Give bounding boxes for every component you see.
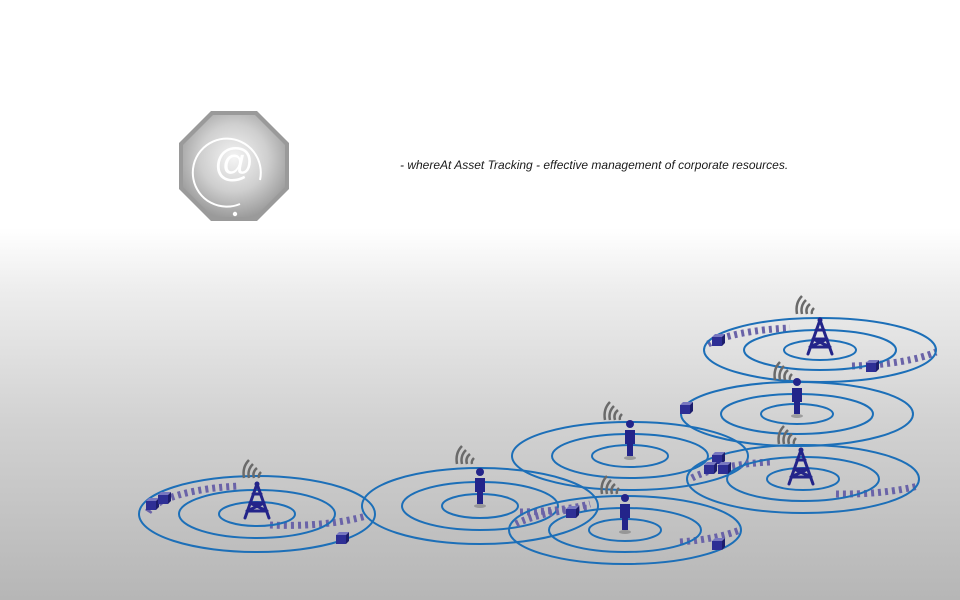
cell-tower-right-lower xyxy=(686,424,920,514)
cell-tower-icon xyxy=(787,446,815,486)
svg-text:@: @ xyxy=(214,141,255,185)
wireless-signal-icon xyxy=(600,474,621,496)
wireless-signal-icon xyxy=(773,360,794,382)
cell-person-center-bottom xyxy=(508,474,742,565)
cell-tower-left xyxy=(138,458,376,553)
cell-tower-icon xyxy=(806,316,834,356)
package-box-icon xyxy=(146,498,159,510)
cell-tower-top-right xyxy=(703,294,938,383)
package-box-icon xyxy=(704,462,717,474)
package-box-icon xyxy=(680,402,693,414)
package-box-icon xyxy=(712,538,725,550)
cell-person-mid-left xyxy=(361,444,599,545)
package-box-icon xyxy=(712,334,725,346)
package-box-icon xyxy=(866,360,879,372)
wireless-signal-icon xyxy=(455,444,476,466)
wireless-signal-icon xyxy=(603,400,624,422)
at-sign-octagon-icon: @ xyxy=(178,110,290,222)
package-box-icon xyxy=(336,532,349,544)
wireless-signal-icon xyxy=(795,294,816,316)
person-icon xyxy=(619,494,631,534)
person-icon xyxy=(791,378,803,418)
package-box-icon xyxy=(718,462,731,474)
cell-tower-icon xyxy=(243,480,271,520)
package-box-icon xyxy=(158,492,171,504)
tagline-text: - whereAt Asset Tracking - effective man… xyxy=(400,158,789,172)
person-icon xyxy=(624,420,636,460)
cell-person-center-top xyxy=(511,400,749,491)
person-icon xyxy=(474,468,486,508)
wireless-signal-icon xyxy=(777,424,798,446)
package-box-icon xyxy=(566,506,579,518)
